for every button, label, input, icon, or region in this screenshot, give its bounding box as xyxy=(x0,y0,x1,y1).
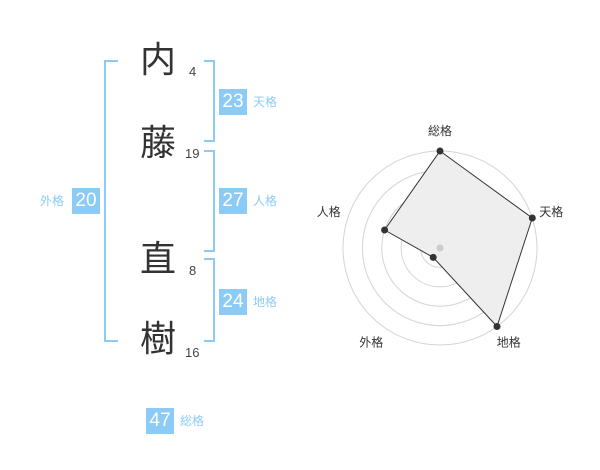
radar-axis-label-1: 総格 xyxy=(428,123,452,138)
jinkaku-value: 27 xyxy=(219,188,247,214)
radar-points xyxy=(381,147,536,330)
gaikaku-label: 外格 xyxy=(40,194,65,208)
chikaku-label: 地格 xyxy=(253,295,278,309)
radar-axis-label-5: 人格 xyxy=(317,204,341,219)
chikaku-value: 24 xyxy=(219,289,247,315)
tenkaku-label: 天格 xyxy=(253,95,278,109)
radar-point-4 xyxy=(429,253,437,261)
gaikaku-bracket xyxy=(104,60,118,342)
stroke-count-3: 8 xyxy=(189,263,197,278)
radar-axis-label-3: 地格 xyxy=(497,335,521,350)
radar-point-2 xyxy=(528,214,536,222)
soukaku-value: 47 xyxy=(146,408,174,434)
radar-polygon xyxy=(383,150,533,328)
gaikaku-value: 20 xyxy=(72,188,100,214)
radar-axis-label-4: 外格 xyxy=(359,335,383,350)
name-char-3: 直 xyxy=(140,239,177,280)
name-char-2: 藤 xyxy=(140,123,177,164)
stroke-count-2: 19 xyxy=(185,146,200,161)
tenkaku-value: 23 xyxy=(219,89,247,115)
jinkaku-bracket xyxy=(204,150,215,252)
radar-point-1 xyxy=(436,147,444,155)
soukaku-label: 総格 xyxy=(180,414,205,428)
name-char-4: 樹 xyxy=(140,319,177,360)
radar-point-5 xyxy=(381,226,389,234)
radar-point-3 xyxy=(493,323,501,330)
radar-center-dot xyxy=(436,244,444,252)
name-char-1: 内 xyxy=(140,40,177,81)
stroke-count-1: 4 xyxy=(189,64,197,79)
jinkaku-label: 人格 xyxy=(253,194,278,208)
stroke-count-4: 16 xyxy=(185,345,200,360)
tenkaku-bracket xyxy=(204,60,215,142)
chikaku-bracket xyxy=(204,258,215,342)
radar-axis-label-2: 天格 xyxy=(539,204,563,219)
